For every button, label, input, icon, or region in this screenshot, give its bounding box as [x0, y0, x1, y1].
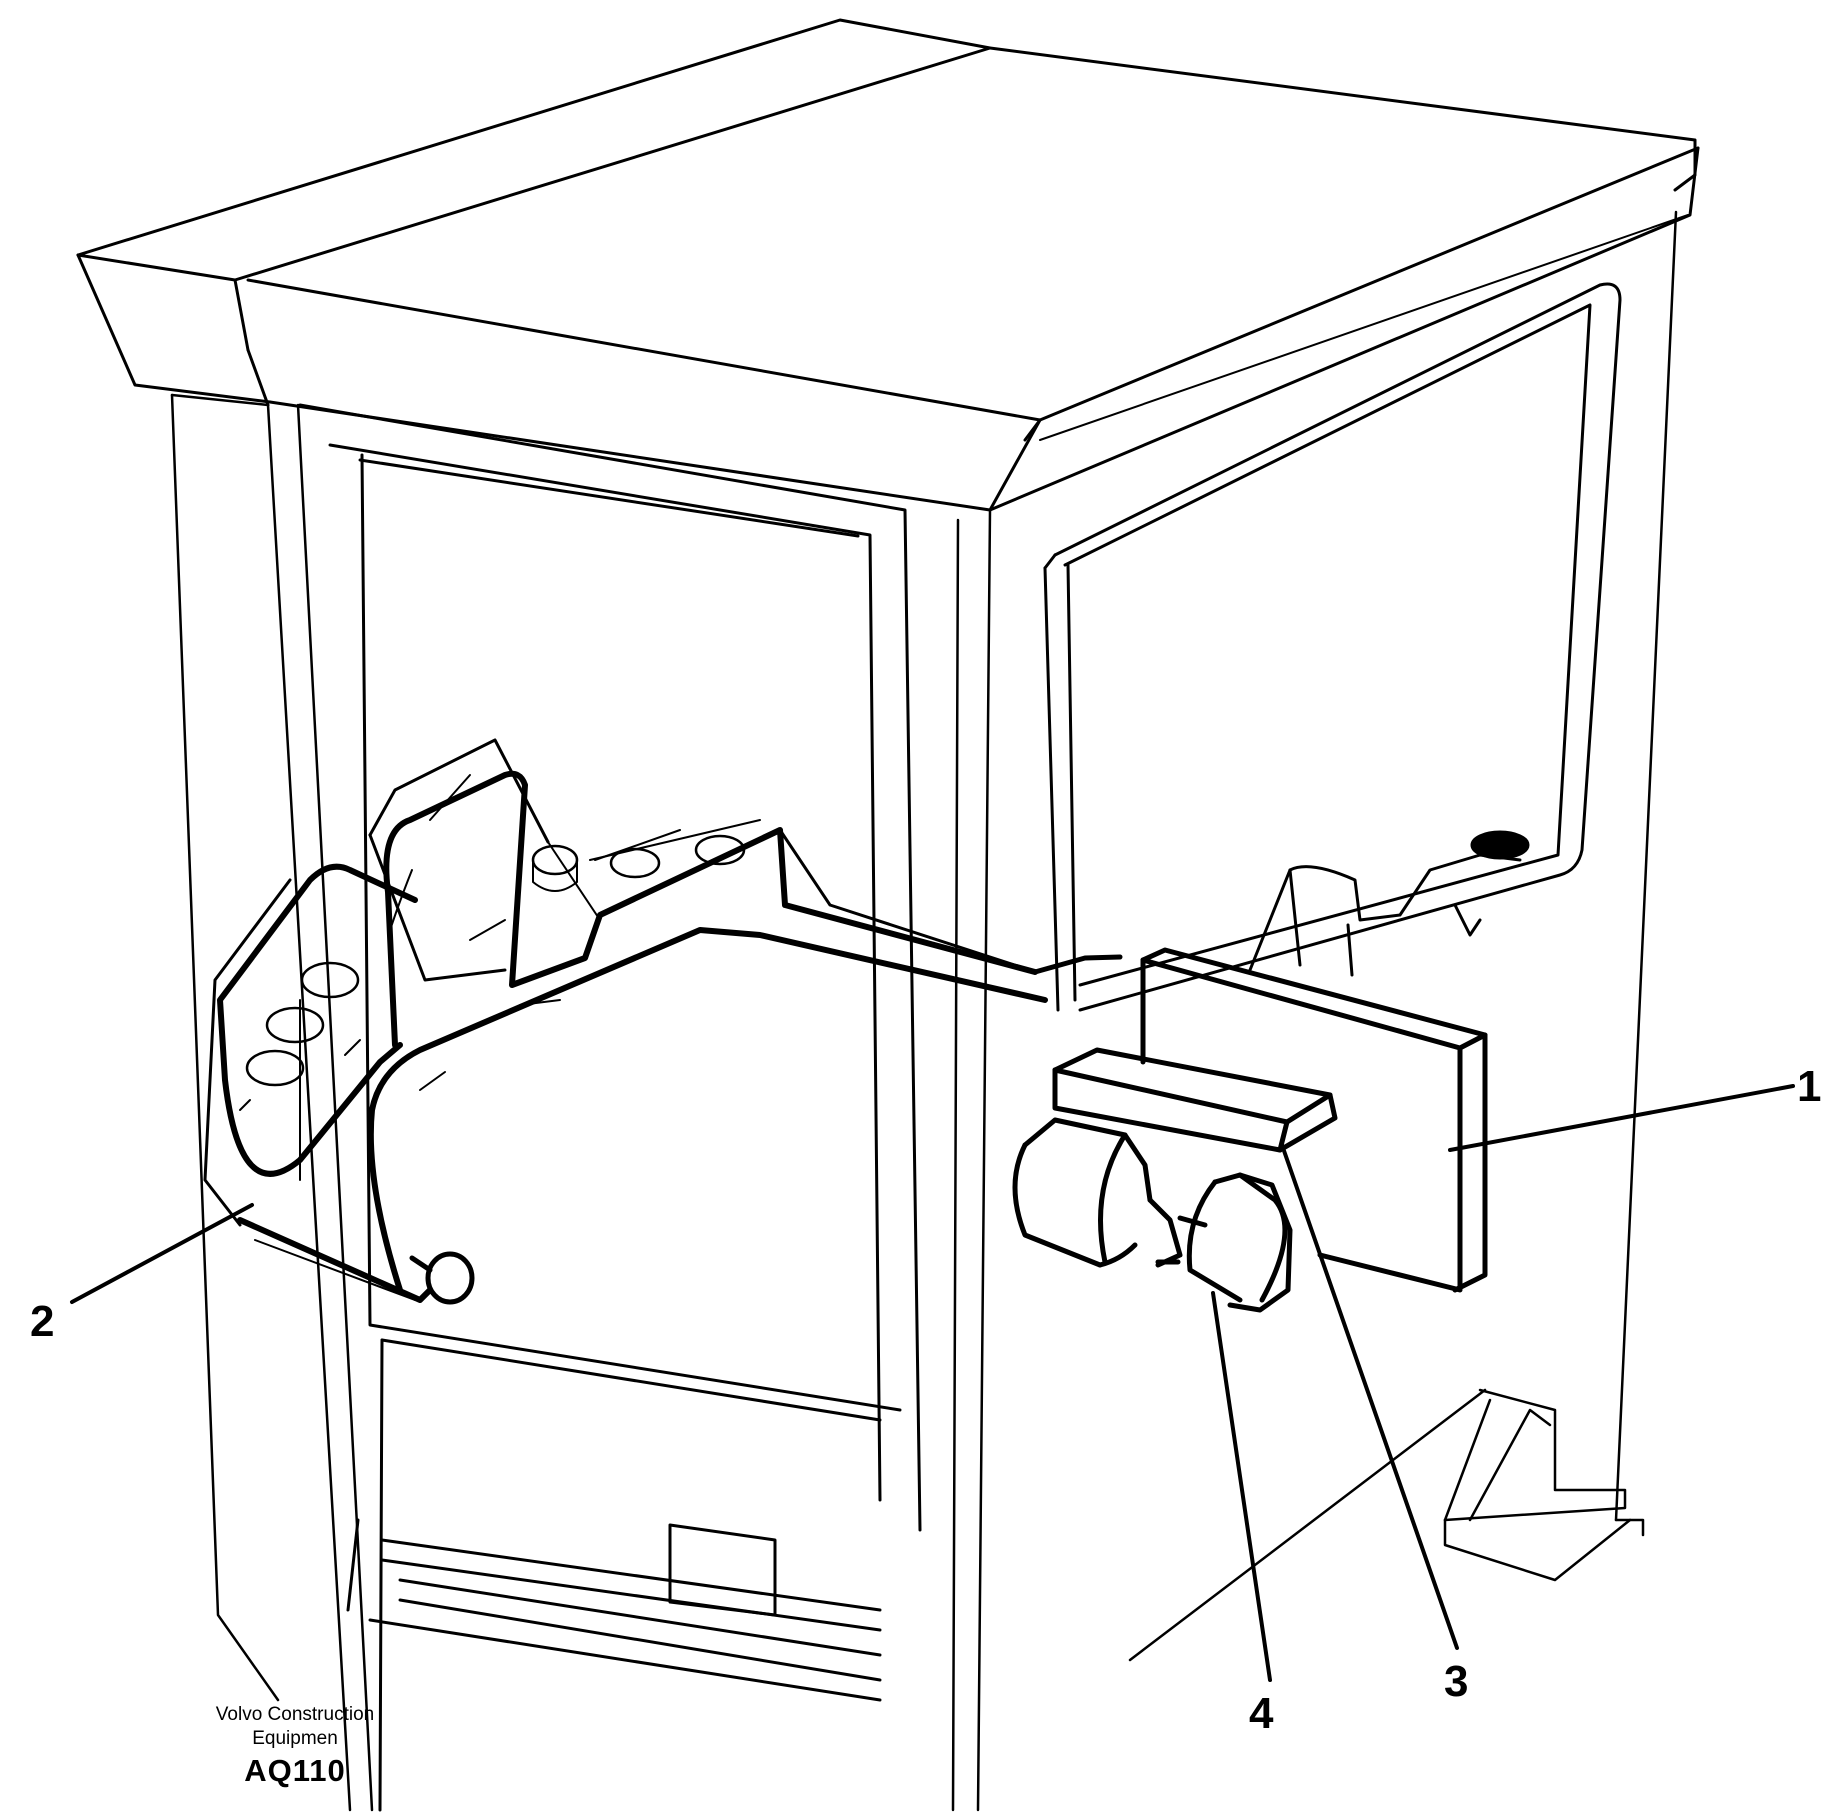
- control-unit: [1140, 947, 1488, 1293]
- cab-body: [170, 210, 1678, 1812]
- mounting-block: [1248, 830, 1530, 977]
- cab-roof: [76, 18, 1700, 512]
- harness-cable: [203, 738, 1123, 1305]
- leader-line-2: [70, 1203, 254, 1304]
- caption-figure-code: AQ110: [244, 1753, 346, 1788]
- callout-3: 3: [1444, 1657, 1469, 1706]
- key-switch: [1012, 1117, 1293, 1313]
- relay-module: [1052, 1047, 1338, 1153]
- figure-caption: Volvo Construction Equipmen AQ110: [185, 1703, 405, 1791]
- leader-line-3: [1280, 1143, 1459, 1650]
- leader-line-4: [1211, 1291, 1272, 1682]
- leader-line-1: [1448, 1084, 1795, 1152]
- caption-company-line: Volvo Construction: [215, 1704, 375, 1725]
- leader-lines: [70, 1084, 1795, 1682]
- callout-4: 4: [1249, 1689, 1274, 1738]
- caption-company-line-2: Equipmen: [252, 1728, 338, 1749]
- callout-2: 2: [30, 1297, 55, 1346]
- callout-1: 1: [1797, 1062, 1822, 1111]
- cab-door: [298, 403, 922, 1812]
- cab-step: [1128, 1388, 1632, 1662]
- side-window: [1043, 282, 1622, 1012]
